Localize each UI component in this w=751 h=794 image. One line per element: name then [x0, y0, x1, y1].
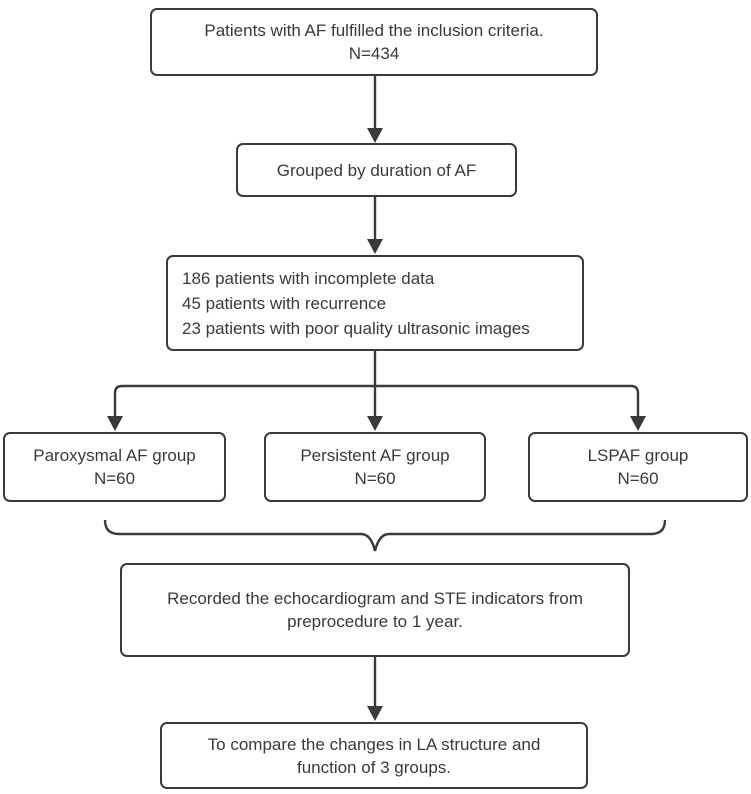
box-text-line: N=60 [617, 469, 659, 488]
arrowheads [107, 128, 646, 721]
box-recorded-indicators: Recorded the echocardiogram and STE indi… [120, 563, 630, 657]
branch-rail [113, 384, 640, 417]
box-text-line: 186 patients with incomplete data [182, 268, 435, 288]
box-text-line: N=60 [93, 469, 136, 488]
box-text-line: LSPAF group [587, 446, 689, 465]
box-text-line: 23 patients with poor quality ultrasonic… [182, 318, 530, 338]
box-lspaf-group: LSPAF group N=60 [528, 432, 748, 502]
box-grouped-by-duration: Grouped by duration of AF [236, 143, 517, 197]
box-inclusion-criteria: Patients with AF fulfilled the inclusion… [150, 8, 598, 76]
arrowhead-down-icon [107, 416, 123, 431]
brace-icon [103, 519, 667, 552]
box-text-line: Patients with AF fulfilled the inclusion… [204, 21, 544, 40]
arrowhead-down-icon [367, 706, 383, 721]
box-text-line: N=434 [348, 44, 400, 63]
box-text-line: Paroxysmal AF group [33, 446, 196, 465]
arrowhead-down-icon [630, 416, 646, 431]
connector-lines [103, 76, 667, 707]
box-text-line: Persistent AF group [300, 446, 450, 465]
box-text-line: Recorded the echocardiogram and STE indi… [167, 589, 583, 608]
box-text-line: preprocedure to 1 year. [287, 612, 463, 631]
arrowhead-down-icon [367, 416, 383, 431]
box-text-line: function of 3 groups. [296, 757, 452, 777]
arrowhead-down-icon [367, 128, 383, 143]
box-text-line: 45 patients with recurrence [182, 293, 387, 313]
arrowhead-down-icon [367, 239, 383, 254]
box-paroxysmal-af-group: Paroxysmal AF group N=60 [3, 432, 226, 502]
box-text-line: To compare the changes in LA structure a… [207, 734, 541, 754]
box-text-line: Grouped by duration of AF [276, 160, 477, 180]
box-text-line: N=60 [354, 469, 396, 488]
box-exclusions: 186 patients with incomplete data 45 pat… [166, 255, 584, 351]
box-compare-groups: To compare the changes in LA structure a… [160, 722, 588, 789]
box-persistent-af-group: Persistent AF group N=60 [264, 432, 486, 502]
